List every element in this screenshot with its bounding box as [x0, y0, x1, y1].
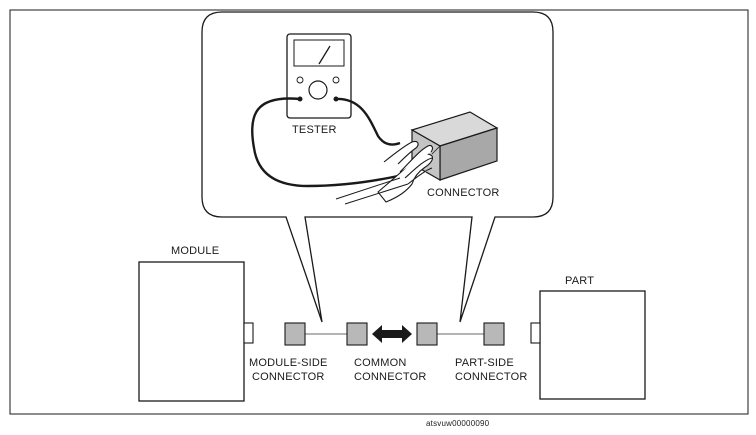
common-connector-label-2: CONNECTOR	[354, 371, 427, 383]
part-box	[539, 290, 646, 400]
figure-frame	[9, 9, 749, 415]
module-label: MODULE	[171, 245, 219, 257]
part-side-connector-label-1: PART-SIDE	[455, 357, 514, 369]
figure-code: atsvuw00000090	[426, 419, 490, 428]
common-connector-label-1: COMMON	[354, 357, 407, 369]
test-lead-black	[250, 97, 399, 188]
part-port	[530, 322, 541, 344]
module-port	[243, 322, 254, 344]
module-side-connector-label-2: CONNECTOR	[252, 371, 325, 383]
common-connector-right	[416, 322, 438, 346]
double-arrow-icon	[372, 325, 412, 343]
tester-label: TESTER	[292, 124, 337, 136]
callout-bubble	[201, 11, 554, 323]
common-connector-left	[346, 322, 368, 346]
test-lead-red	[335, 97, 401, 146]
part-side-connector-label-2: CONNECTOR	[455, 371, 528, 383]
multimeter-icon	[286, 33, 352, 119]
part-side-connector	[483, 322, 505, 346]
module-box	[138, 261, 245, 402]
module-side-connector	[284, 322, 306, 346]
module-side-connector-label-1: MODULE-SIDE	[249, 357, 328, 369]
connector-label: CONNECTOR	[427, 187, 500, 199]
hand-icon	[335, 140, 434, 205]
part-label: PART	[565, 275, 594, 287]
